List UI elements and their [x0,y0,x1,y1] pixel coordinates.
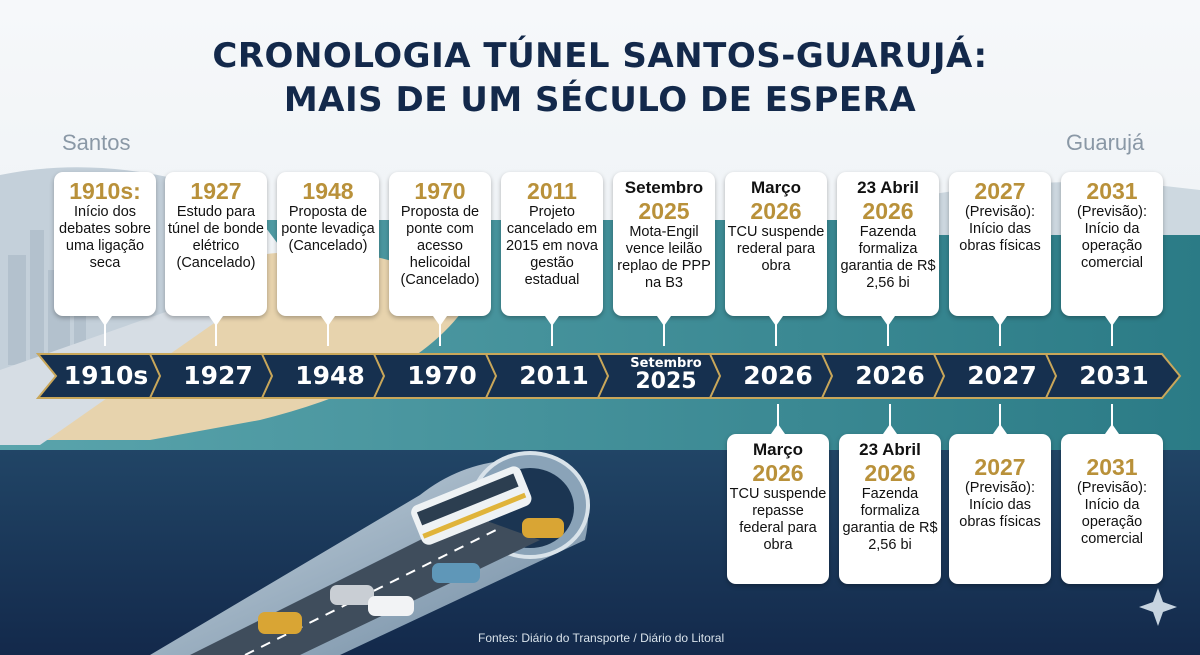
timeline-label-month: Setembro [630,356,702,371]
event-card-2025: Setembro 2025 Mota-Engil vence leilão re… [613,172,715,346]
event-month: 23 Abril [857,178,919,197]
event-card-2026-april: 23 Abril 2026 Fazenda formaliza garantia… [837,172,939,346]
event-card-bottom-2027: 2027 (Previsão): Início das obras física… [949,404,1051,584]
event-description: (Previsão): Início das obras físicas [959,204,1041,254]
timeline-label: 2011 [519,361,589,390]
sparkle-icon [1139,588,1177,626]
event-date: 2027 [974,454,1026,480]
timeline-label: 1927 [183,361,253,390]
event-month: Março [752,440,804,459]
event-description: Projeto cancelado em 2015 em nova gestão… [506,204,598,288]
event-description: Proposta de ponte levadiça (Cancelado) [281,204,375,254]
event-date: 2011 [527,178,577,204]
timeline-label-year: 2025 [635,369,697,394]
event-description: (Previsão): Início da operação comercial [1076,204,1148,271]
event-date: 2026 [862,198,914,224]
event-date: 2026 [752,460,804,486]
timeline-label: 1970 [407,361,477,390]
event-date: 2027 [974,178,1026,204]
event-card-2031: 2031 (Previsão): Início da operação come… [1061,172,1163,346]
tunnel-illustration [150,451,590,655]
title-line-1: CRONOLOGIA TÚNEL SANTOS-GUARUJÁ: [212,36,988,76]
event-card-2026-march: Março 2026 TCU suspende rederal para obr… [725,172,827,346]
event-description: Mota-Engil vence leilão replao de PPP na… [617,224,711,291]
event-date: 2026 [750,198,802,224]
page-title: CRONOLOGIA TÚNEL SANTOS-GUARUJÁ: MAIS DE… [0,34,1200,122]
timeline-label: 2026 [855,361,925,390]
event-description: (Previsão): Início da operação comercial [1076,480,1148,547]
event-date: 2031 [1086,454,1138,480]
event-date: 1927 [190,178,242,204]
timeline-label: 1910s [63,361,149,390]
event-card-1910s: 1910s: Início dos debates sobre uma liga… [54,172,156,346]
event-description: Fazenda formaliza garantia de R$ 2,56 bi [840,224,936,291]
city-santos: Santos [62,130,131,155]
timeline-label: 2027 [967,361,1037,390]
title-line-2: MAIS DE UM SÉCULO DE ESPERA [283,80,917,120]
event-date: 2025 [638,198,690,224]
event-description: Proposta de ponte com acesso helicoidal … [400,204,480,288]
sources-footer: Fontes: Diário do Transporte / Diário do… [478,631,725,645]
event-description: (Previsão): Início das obras físicas [959,480,1041,530]
event-description: TCU suspende rederal para obra [727,224,825,274]
event-date: 1948 [302,178,354,204]
event-card-bottom-2026-march: Março 2026 TCU suspende repasse federal … [727,404,829,584]
event-date: 1910s: [69,178,141,204]
event-card-2027: 2027 (Previsão): Início das obras física… [949,172,1051,346]
event-description: Início dos debates sobre uma ligação sec… [59,204,151,271]
event-description: Estudo para túnel de bonde elétrico (Can… [168,204,264,271]
timeline-label: 2026 [743,361,813,390]
event-card-1927: 1927 Estudo para túnel de bonde elétrico… [165,172,267,346]
event-card-2011: 2011 Projeto cancelado em 2015 em nova g… [501,172,603,346]
event-card-bottom-2031: 2031 (Previsão): Início da operação come… [1061,404,1163,584]
event-date: 2031 [1086,178,1138,204]
event-description: Fazenda formaliza garantia de R$ 2,56 bi [842,486,938,553]
timeline-label: 2031 [1079,361,1149,390]
event-month: Setembro [624,178,704,197]
event-description: TCU suspende repasse federal para obra [729,486,827,553]
event-card-1970: 1970 Proposta de ponte com acesso helico… [389,172,491,346]
event-month: 23 Abril [859,440,921,459]
event-month: Março [750,178,802,197]
event-card-bottom-2026-april: 23 Abril 2026 Fazenda formaliza garantia… [839,404,941,584]
timeline-separators [149,353,1058,399]
event-date: 1970 [414,178,466,204]
event-date: 2026 [864,460,916,486]
timeline-label-2025: Setembro 2025 [614,356,718,393]
timeline-label: 1948 [295,361,365,390]
city-guaruja: Guarujá [1066,130,1145,155]
event-card-1948: 1948 Proposta de ponte levadiça (Cancela… [277,172,379,346]
